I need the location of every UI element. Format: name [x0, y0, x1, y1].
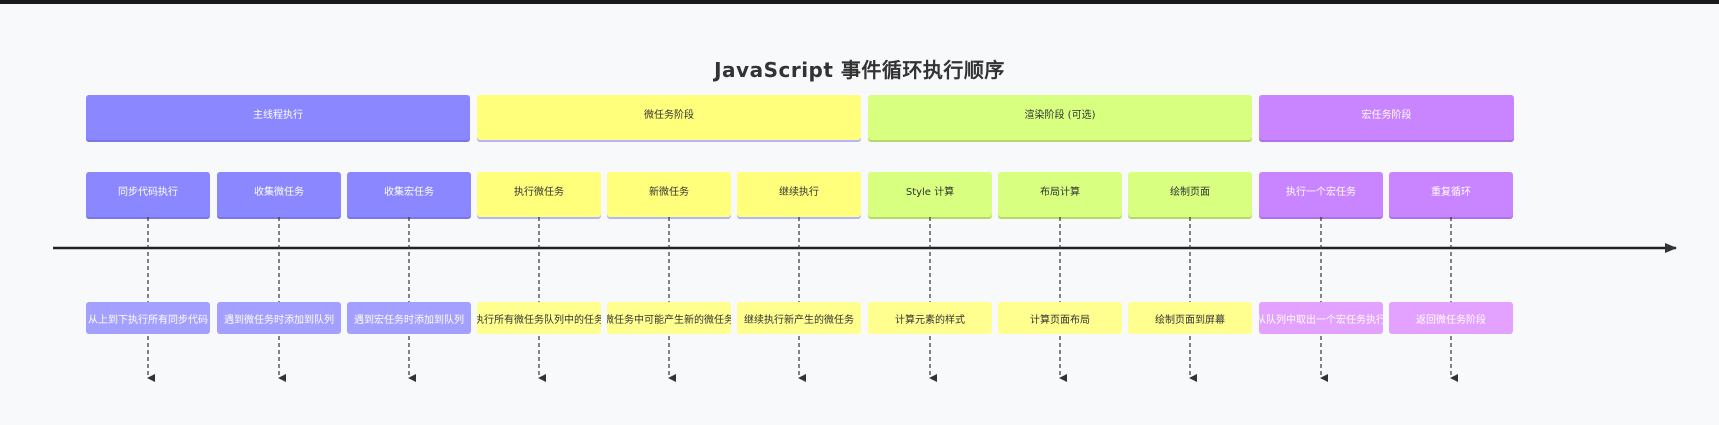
desc-run-microtasks: 执行所有微任务队列中的任务 [477, 302, 601, 334]
desc-sync-code: 从上到下执行所有同步代码 [86, 302, 210, 334]
step-repeat: 重复循环 [1389, 172, 1513, 217]
desc-repeat: 返回微任务阶段 [1389, 302, 1513, 334]
desc-new-microtasks: 微任务中可能产生新的微任务 [607, 302, 731, 334]
step-collect-microtasks: 收集微任务 [217, 172, 341, 217]
phase-macrotask: 宏任务阶段 [1259, 95, 1514, 140]
top-border [0, 0, 1719, 4]
step-style-calc: Style 计算 [868, 172, 992, 217]
desc-continue: 继续执行新产生的微任务 [737, 302, 861, 334]
diagram-title: JavaScript 事件循环执行顺序 [714, 58, 1005, 82]
desc-run-macrotask: 从队列中取出一个宏任务执行 [1259, 302, 1383, 334]
desc-paint: 绘制页面到屏幕 [1128, 302, 1252, 334]
phase-microtask: 微任务阶段 [477, 95, 861, 140]
step-run-macrotask: 执行一个宏任务 [1259, 172, 1383, 217]
step-run-microtasks: 执行微任务 [477, 172, 601, 217]
desc-collect-macrotasks: 遇到宏任务时添加到队列 [347, 302, 471, 334]
step-continue: 继续执行 [737, 172, 861, 217]
phase-render: 渲染阶段 (可选) [868, 95, 1252, 140]
desc-collect-microtasks: 遇到微任务时添加到队列 [217, 302, 341, 334]
desc-style-calc: 计算元素的样式 [868, 302, 992, 334]
desc-layout-calc: 计算页面布局 [998, 302, 1122, 334]
step-layout-calc: 布局计算 [998, 172, 1122, 217]
step-new-microtasks: 新微任务 [607, 172, 731, 217]
phase-main-thread: 主线程执行 [86, 95, 470, 140]
step-paint: 绘制页面 [1128, 172, 1252, 217]
step-sync-code: 同步代码执行 [86, 172, 210, 217]
step-collect-macrotasks: 收集宏任务 [347, 172, 471, 217]
